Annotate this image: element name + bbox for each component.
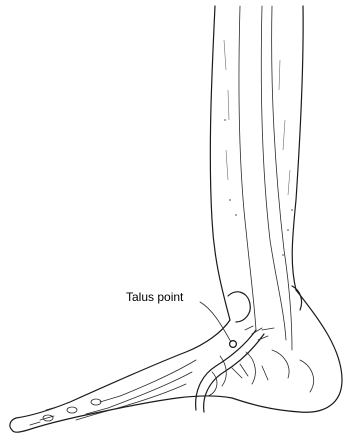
talus-point-dot <box>230 341 237 348</box>
leg-shading <box>224 40 293 256</box>
talus-point-label: Talus point <box>126 290 183 304</box>
foot-outline <box>10 290 342 432</box>
foot-bones <box>30 350 314 425</box>
talus-point-marker <box>200 302 236 347</box>
